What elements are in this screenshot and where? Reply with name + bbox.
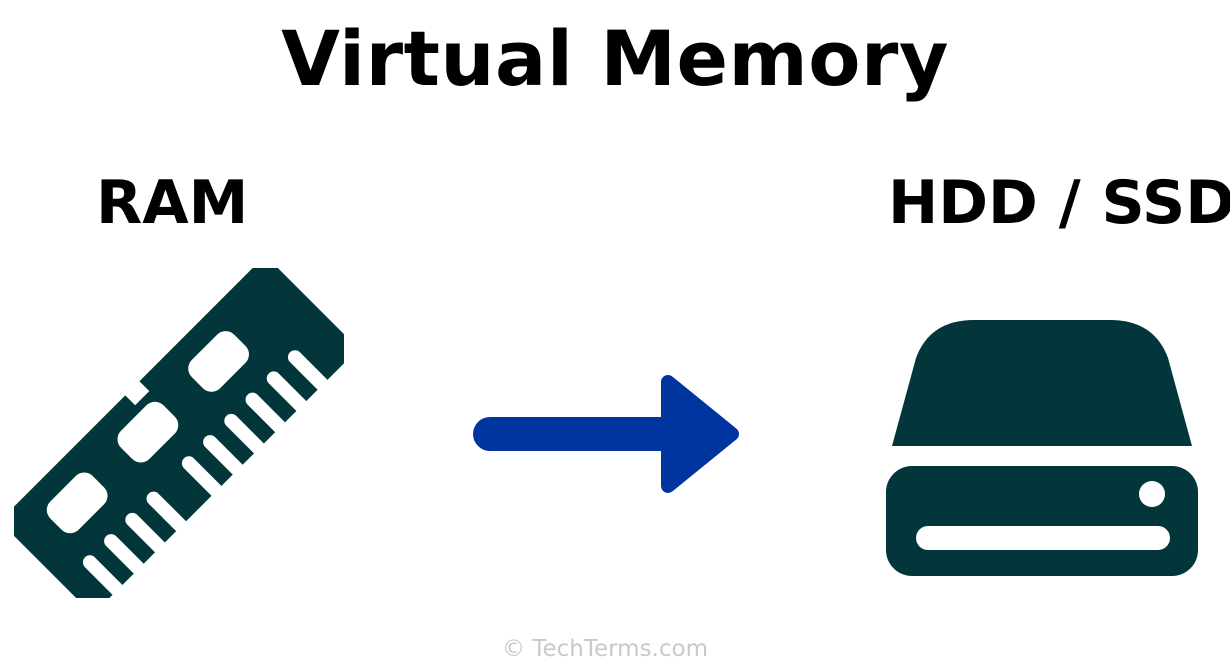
ram-label: RAM	[96, 168, 249, 238]
hard-drive-icon	[886, 320, 1198, 576]
watermark: © TechTerms.com	[502, 636, 708, 662]
diagram-title: Virtual Memory	[281, 14, 949, 103]
ram-module-icon	[14, 268, 344, 598]
storage-label: HDD / SSD	[888, 168, 1230, 238]
right-arrow-icon	[473, 375, 739, 493]
